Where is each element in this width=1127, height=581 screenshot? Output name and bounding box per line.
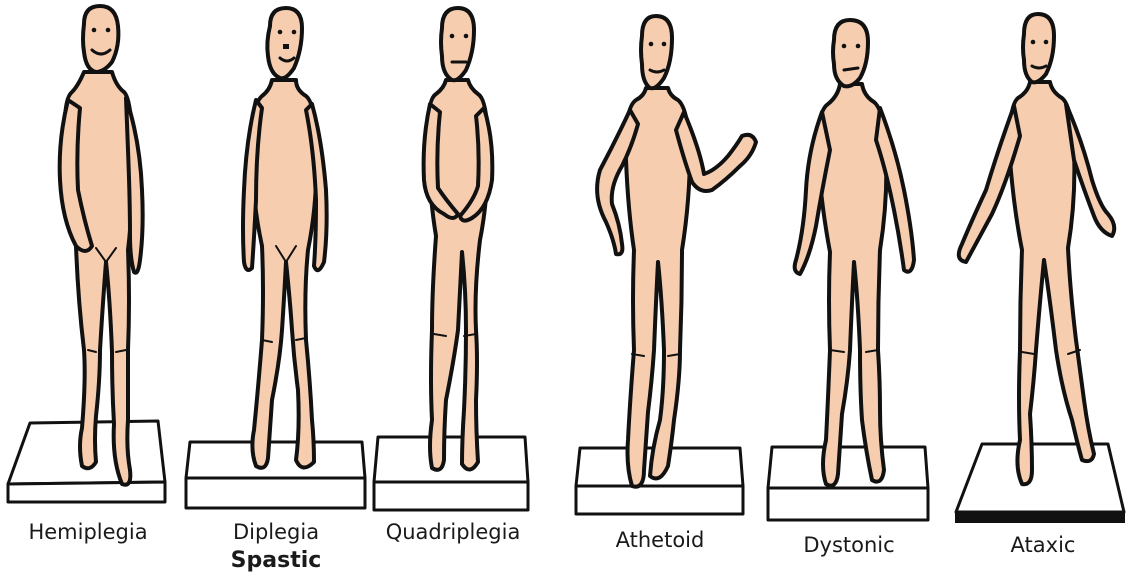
- label-dystonic: Dystonic: [803, 533, 894, 557]
- platform-ataxic: [956, 444, 1124, 522]
- platform-dystonic: [768, 447, 928, 520]
- platform-quadriplegia: [374, 437, 528, 510]
- figure-dystonic: [795, 20, 914, 486]
- figure-athetoid: [597, 16, 756, 487]
- figure-quadriplegia: [424, 8, 493, 470]
- figure-hemiplegia: [60, 6, 143, 485]
- label-ataxic: Ataxic: [1011, 533, 1076, 557]
- label-diplegia: Diplegia: [233, 520, 319, 544]
- platform-diplegia: [186, 442, 365, 508]
- figure-ataxic: [959, 14, 1114, 484]
- label-spastic-group: Spastic: [231, 548, 322, 573]
- label-hemiplegia: Hemiplegia: [28, 520, 147, 544]
- figure-diplegia: [243, 8, 327, 468]
- label-quadriplegia: Quadriplegia: [386, 520, 521, 544]
- label-athetoid: Athetoid: [616, 528, 705, 552]
